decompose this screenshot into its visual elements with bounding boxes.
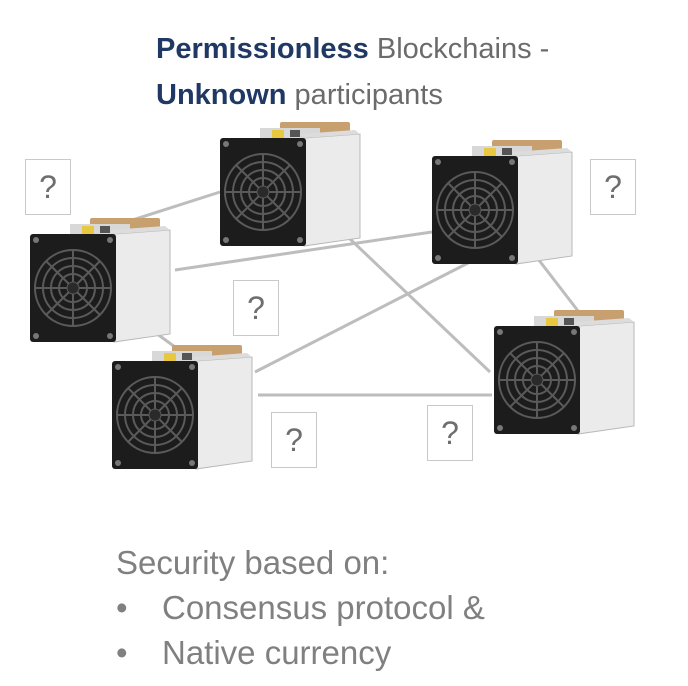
title-line-1-rest: Blockchains - <box>368 33 550 65</box>
title-line-2-rest: participants <box>286 79 443 111</box>
bullet-item: • Native currency <box>116 630 485 675</box>
title-line-2: Unknown participants <box>156 72 549 118</box>
bullet-item: • Consensus protocol & <box>116 585 485 630</box>
connection-line <box>533 254 587 321</box>
unknown-participant-mark: ? <box>271 412 317 468</box>
unknown-participant-mark: ? <box>427 405 473 461</box>
connections <box>94 190 587 397</box>
connection-line <box>174 230 433 272</box>
slide-title: Permissionless Blockchains - Unknown par… <box>156 26 549 118</box>
title-keyword-unknown: Unknown <box>156 79 287 111</box>
asic-miner-icon <box>29 217 171 343</box>
asic-miner-icon <box>493 309 635 435</box>
title-line-1: Permissionless Blockchains - <box>156 26 549 72</box>
asic-miner-icon <box>431 139 573 265</box>
asic-miner-icon <box>111 344 253 470</box>
bullet-text: Consensus protocol & <box>162 589 485 626</box>
security-notes: Security based on: • Consensus protocol … <box>116 540 485 675</box>
asic-miner-icon <box>219 121 361 247</box>
security-heading: Security based on: <box>116 544 390 581</box>
title-keyword-permissionless: Permissionless <box>156 33 369 65</box>
bullet-marker: • <box>116 589 128 626</box>
connection-line <box>328 218 492 374</box>
connection-line <box>254 260 471 374</box>
unknown-participant-mark: ? <box>233 280 279 336</box>
unknown-participant-mark: ? <box>25 159 71 215</box>
unknown-participant-mark: ? <box>590 159 636 215</box>
bullet-marker: • <box>116 634 128 671</box>
bullet-text: Native currency <box>162 634 392 671</box>
